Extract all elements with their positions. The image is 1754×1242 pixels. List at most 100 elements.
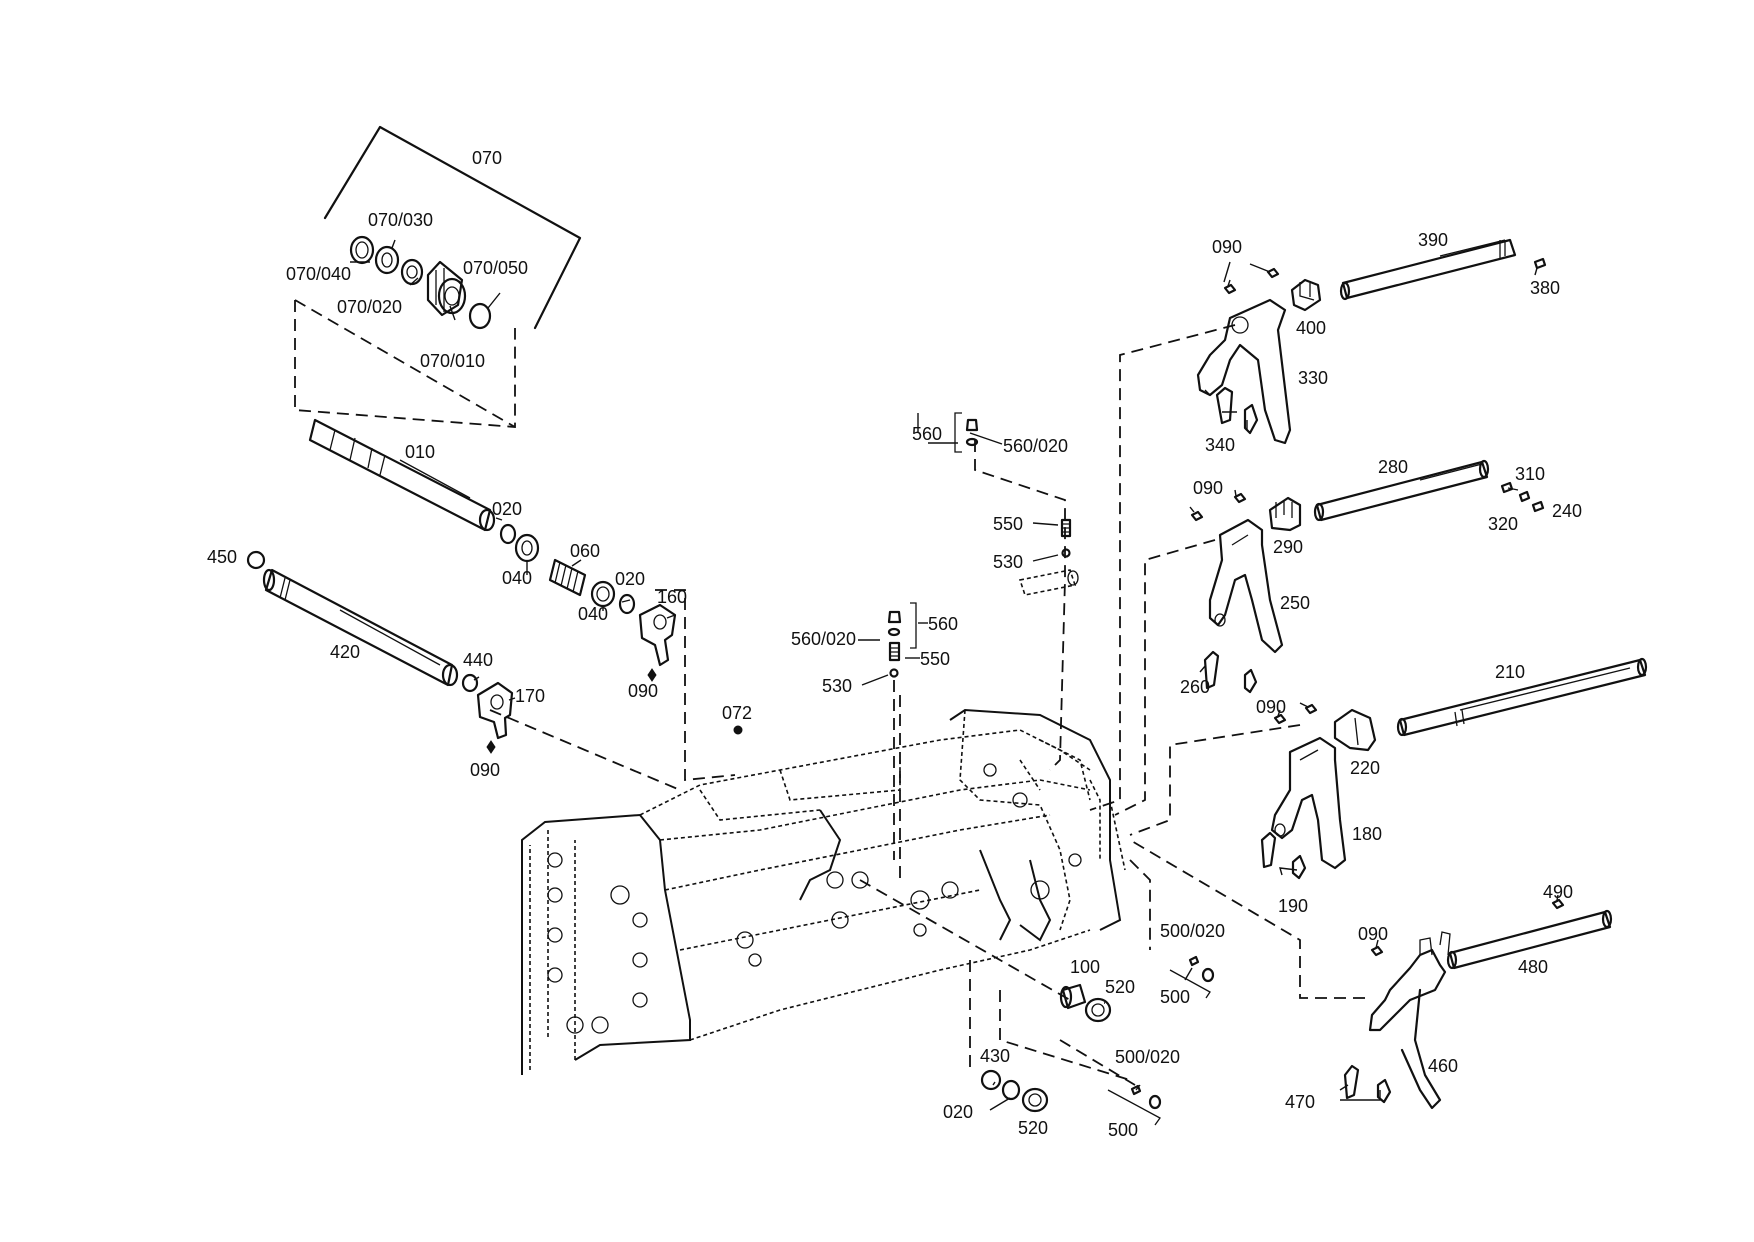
bracket-500-b bbox=[1107, 1089, 1161, 1126]
ball-530-a bbox=[1061, 548, 1071, 558]
label-090-d: 090 bbox=[1193, 478, 1223, 498]
part-070-040 bbox=[349, 235, 375, 265]
label-420: 420 bbox=[330, 642, 360, 662]
label-040-b: 040 bbox=[578, 604, 608, 624]
plug-560-b bbox=[887, 610, 902, 624]
label-550-b: 550 bbox=[920, 649, 950, 669]
bracket-560-b bbox=[910, 602, 917, 649]
label-070-010: 070/010 bbox=[420, 351, 485, 371]
part-070-010 bbox=[426, 260, 467, 317]
label-330: 330 bbox=[1298, 368, 1328, 388]
label-020-c: 020 bbox=[943, 1102, 973, 1122]
pin-320 bbox=[1518, 490, 1531, 503]
label-450: 450 bbox=[207, 547, 237, 567]
screw-500-b bbox=[1148, 1094, 1162, 1110]
label-550-a: 550 bbox=[993, 514, 1023, 534]
pin-090-e2 bbox=[1304, 703, 1318, 715]
pad-340 bbox=[1215, 386, 1259, 435]
pin-090-d2 bbox=[1233, 492, 1247, 504]
label-470: 470 bbox=[1285, 1092, 1315, 1112]
label-500-a: 500 bbox=[1160, 987, 1190, 1007]
label-090-f: 090 bbox=[1358, 924, 1388, 944]
sleeve-100 bbox=[1059, 983, 1087, 1010]
bracket-070 bbox=[323, 125, 582, 330]
spring-550-a bbox=[1060, 518, 1072, 538]
part-070-030 bbox=[374, 245, 400, 275]
label-090-e: 090 bbox=[1256, 697, 1286, 717]
bearing-520-b bbox=[1021, 1087, 1049, 1113]
ring-440 bbox=[461, 673, 479, 693]
shift-fork-460 bbox=[1368, 931, 1451, 1110]
bracket-560-a bbox=[954, 412, 962, 453]
pin-072 bbox=[733, 725, 743, 735]
label-380: 380 bbox=[1530, 278, 1560, 298]
label-020-a: 020 bbox=[492, 499, 522, 519]
ring-020-a bbox=[499, 523, 517, 545]
shaft-420 bbox=[262, 568, 459, 687]
label-100: 100 bbox=[1070, 957, 1100, 977]
lever-170 bbox=[476, 681, 514, 740]
label-070: 070 bbox=[472, 148, 502, 168]
shift-rail-280 bbox=[1313, 459, 1490, 522]
label-400: 400 bbox=[1296, 318, 1326, 338]
label-290: 290 bbox=[1273, 537, 1303, 557]
washer-560-020-a bbox=[965, 437, 979, 447]
shaft-010 bbox=[308, 418, 496, 532]
pad-470 bbox=[1343, 1064, 1392, 1104]
bracket-500-a bbox=[1169, 969, 1211, 999]
label-430: 430 bbox=[980, 1046, 1010, 1066]
label-060: 060 bbox=[570, 541, 600, 561]
shift-rail-480 bbox=[1446, 909, 1613, 970]
leader-lines bbox=[350, 239, 1559, 1111]
bearing-040-a bbox=[514, 533, 540, 563]
lever-160 bbox=[638, 603, 677, 667]
label-260: 260 bbox=[1180, 677, 1210, 697]
label-530-a: 530 bbox=[993, 552, 1023, 572]
label-560-b: 560 bbox=[928, 614, 958, 634]
label-090-c: 090 bbox=[1212, 237, 1242, 257]
label-560-a: 560 bbox=[912, 424, 942, 444]
label-220: 220 bbox=[1350, 758, 1380, 778]
label-070-020: 070/020 bbox=[337, 297, 402, 317]
label-250: 250 bbox=[1280, 593, 1310, 613]
callout-labels: 070 070/030 070/040 070/050 070/020 070/… bbox=[207, 148, 1582, 1140]
washer-500-020-a bbox=[1188, 955, 1200, 967]
spring-060 bbox=[548, 558, 587, 597]
label-500-020-b: 500/020 bbox=[1115, 1047, 1180, 1067]
label-390: 390 bbox=[1418, 230, 1448, 250]
label-240: 240 bbox=[1552, 501, 1582, 521]
ball-530-b bbox=[889, 668, 899, 678]
shift-rail-390 bbox=[1339, 238, 1517, 301]
block-400 bbox=[1290, 278, 1322, 312]
pad-260 bbox=[1203, 650, 1258, 694]
label-190: 190 bbox=[1278, 896, 1308, 916]
label-340: 340 bbox=[1205, 435, 1235, 455]
label-310: 310 bbox=[1515, 464, 1545, 484]
label-520-a: 520 bbox=[1105, 977, 1135, 997]
block-290 bbox=[1268, 496, 1302, 532]
washer-560-020-b bbox=[887, 627, 901, 637]
bearing-040-b bbox=[590, 580, 616, 608]
label-490: 490 bbox=[1543, 882, 1573, 902]
label-170: 170 bbox=[515, 686, 545, 706]
block-220 bbox=[1333, 708, 1377, 752]
label-090-a: 090 bbox=[628, 681, 658, 701]
pin-090-d1 bbox=[1190, 510, 1204, 522]
label-500-020-a: 500/020 bbox=[1160, 921, 1225, 941]
plug-560-a bbox=[965, 418, 979, 432]
label-020-b: 020 bbox=[615, 569, 645, 589]
label-500-b: 500 bbox=[1108, 1120, 1138, 1140]
shift-rail-210 bbox=[1396, 657, 1648, 737]
ring-020-c bbox=[1001, 1079, 1021, 1101]
label-520-b: 520 bbox=[1018, 1118, 1048, 1138]
label-070-040: 070/040 bbox=[286, 264, 351, 284]
pin-090-c1 bbox=[1223, 283, 1237, 295]
part-070-020 bbox=[400, 258, 424, 286]
label-530-b: 530 bbox=[822, 676, 852, 696]
screw-500-a bbox=[1201, 967, 1215, 983]
part-070-050 bbox=[468, 302, 492, 330]
shift-fork-180 bbox=[1270, 736, 1347, 870]
label-010: 010 bbox=[405, 442, 435, 462]
label-440: 440 bbox=[463, 650, 493, 670]
pin-240 bbox=[1531, 500, 1545, 513]
